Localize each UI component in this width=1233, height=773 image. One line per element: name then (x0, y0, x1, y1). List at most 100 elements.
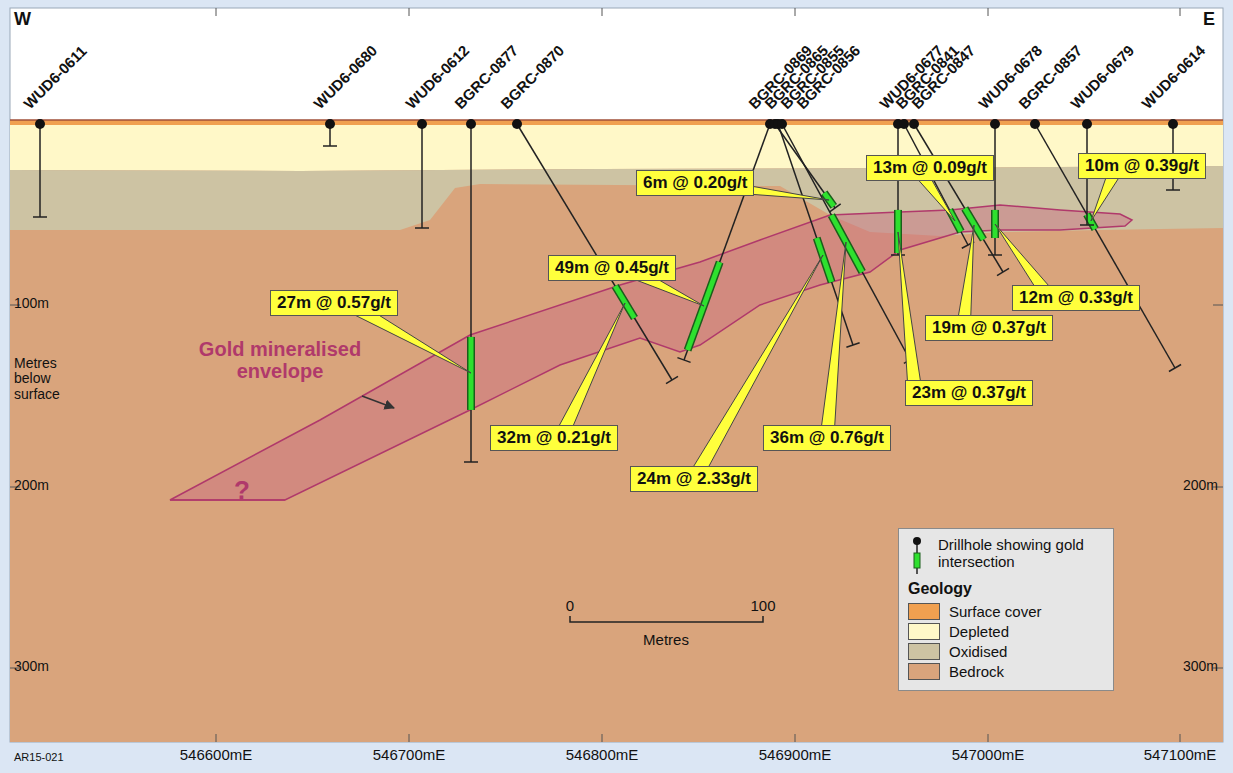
collar-dot (1030, 119, 1040, 129)
drillhole-trace (684, 124, 770, 360)
legend-text: Oxidised (949, 643, 1007, 660)
legend-swatch (908, 663, 940, 680)
collar-dot (990, 119, 1000, 129)
drillhole-trace (904, 124, 968, 245)
intercept-callout: 13m @ 0.09g/t (866, 155, 994, 181)
gold-intersection (615, 286, 634, 318)
intercept-text: 24m @ 2.33g/t (637, 469, 751, 488)
easting-tick (216, 8, 217, 16)
legend-box: Drillhole showing gold intersectionGeolo… (898, 528, 1114, 691)
legend-swatch (908, 603, 940, 620)
collar-dot (466, 119, 476, 129)
intercept-text: 23m @ 0.37g/t (912, 383, 1026, 402)
symbol-intersection (914, 553, 920, 568)
easting-tick (216, 734, 217, 742)
legend-text: Drillhole showing gold intersection (938, 536, 1088, 570)
hole-end-tick (988, 254, 1002, 256)
gold-intersection (615, 286, 634, 318)
intercept-text: 32m @ 0.21g/t (497, 428, 611, 447)
collar-dot (35, 119, 45, 129)
legend-swatch (908, 643, 940, 660)
drillhole-trace (994, 124, 996, 255)
drillhole-trace (517, 124, 672, 380)
easting-tick (602, 8, 603, 16)
callout-pointer (898, 232, 922, 394)
scale-label: 0 (566, 598, 574, 615)
legend-row: Oxidised (908, 643, 1104, 660)
collar-dot (1168, 119, 1178, 129)
intercept-callout: 24m @ 2.33g/t (630, 466, 758, 492)
intercept-text: 36m @ 0.76g/t (770, 428, 884, 447)
collar-dot (512, 119, 522, 129)
collar-dot (909, 119, 919, 129)
collar-dot (1082, 119, 1092, 129)
legend-text: Depleted (949, 623, 1009, 640)
easting-tick (1180, 8, 1181, 16)
easting-tick (795, 8, 796, 16)
hole-end-tick (464, 461, 478, 463)
gold-intersection (817, 238, 832, 282)
direction-label: E (1203, 10, 1215, 30)
easting-label: 547000mE (952, 747, 1025, 764)
drillhole-trace (470, 124, 472, 462)
pointer-arrow (362, 396, 394, 408)
intercept-callout: 12m @ 0.33g/t (1012, 285, 1140, 311)
intercept-text: 6m @ 0.20g/t (643, 173, 747, 192)
scale-bar (570, 616, 763, 622)
depth-label: 300m (14, 659, 49, 674)
easting-tick (988, 8, 989, 16)
figure-code: AR15-021 (14, 751, 64, 763)
hole-end-tick (323, 145, 337, 147)
hole-end-tick (33, 216, 47, 218)
legend-text: Surface cover (949, 603, 1042, 620)
legend-swatch (908, 623, 940, 640)
gold-intersection (467, 337, 475, 410)
scale-label: Metres (643, 632, 689, 649)
easting-tick (409, 734, 410, 742)
intercept-text: 49m @ 0.45g/t (555, 258, 669, 277)
depth-label: 100m (14, 296, 49, 311)
easting-label: 547100mE (1144, 747, 1217, 764)
bedrock (10, 125, 1223, 742)
callout-pointer (554, 303, 625, 441)
scale-label: 100 (750, 598, 775, 615)
intercept-text: 13m @ 0.09g/t (873, 158, 987, 177)
hole-end-tick (666, 376, 678, 383)
easting-label: 546800mE (566, 747, 639, 764)
intercept-callout: 27m @ 0.57g/t (270, 290, 398, 316)
legend-heading: Geology (908, 580, 1104, 598)
hole-end-tick (891, 254, 905, 256)
legend-row: Depleted (908, 623, 1104, 640)
legend-text: Bedrock (949, 663, 1004, 680)
envelope-label: ? (234, 476, 250, 505)
hole-end-tick (415, 227, 429, 229)
callout-pointer (820, 242, 846, 439)
easting-tick (409, 8, 410, 16)
collar-dot (899, 119, 909, 129)
drillhole-trace (421, 124, 423, 228)
gold-intersection (894, 210, 902, 253)
drillhole-trace (39, 124, 41, 217)
easting-label: 546900mE (759, 747, 832, 764)
collar-dot (417, 119, 427, 129)
hole-end-tick (997, 268, 1009, 275)
surface-cover (10, 120, 1223, 125)
surface-line (10, 119, 1223, 121)
intercept-text: 12m @ 0.33g/t (1019, 288, 1133, 307)
depth-label: Metres below surface (14, 356, 84, 402)
hole-end-tick (1169, 365, 1181, 372)
easting-label: 546700mE (373, 747, 446, 764)
depth-label: 300m (1183, 659, 1218, 674)
gold-envelope (170, 205, 1132, 500)
easting-tick (988, 734, 989, 742)
easting-tick (1180, 734, 1181, 742)
easting-tick (795, 734, 796, 742)
intercept-callout: 49m @ 0.45g/t (548, 255, 676, 281)
depth-label: 200m (1183, 478, 1218, 493)
plot-frame (10, 8, 1223, 742)
collar-dot (777, 119, 787, 129)
intercept-text: 19m @ 0.37g/t (932, 318, 1046, 337)
envelope-base (170, 499, 285, 501)
intercept-callout: 36m @ 0.76g/t (763, 425, 891, 451)
